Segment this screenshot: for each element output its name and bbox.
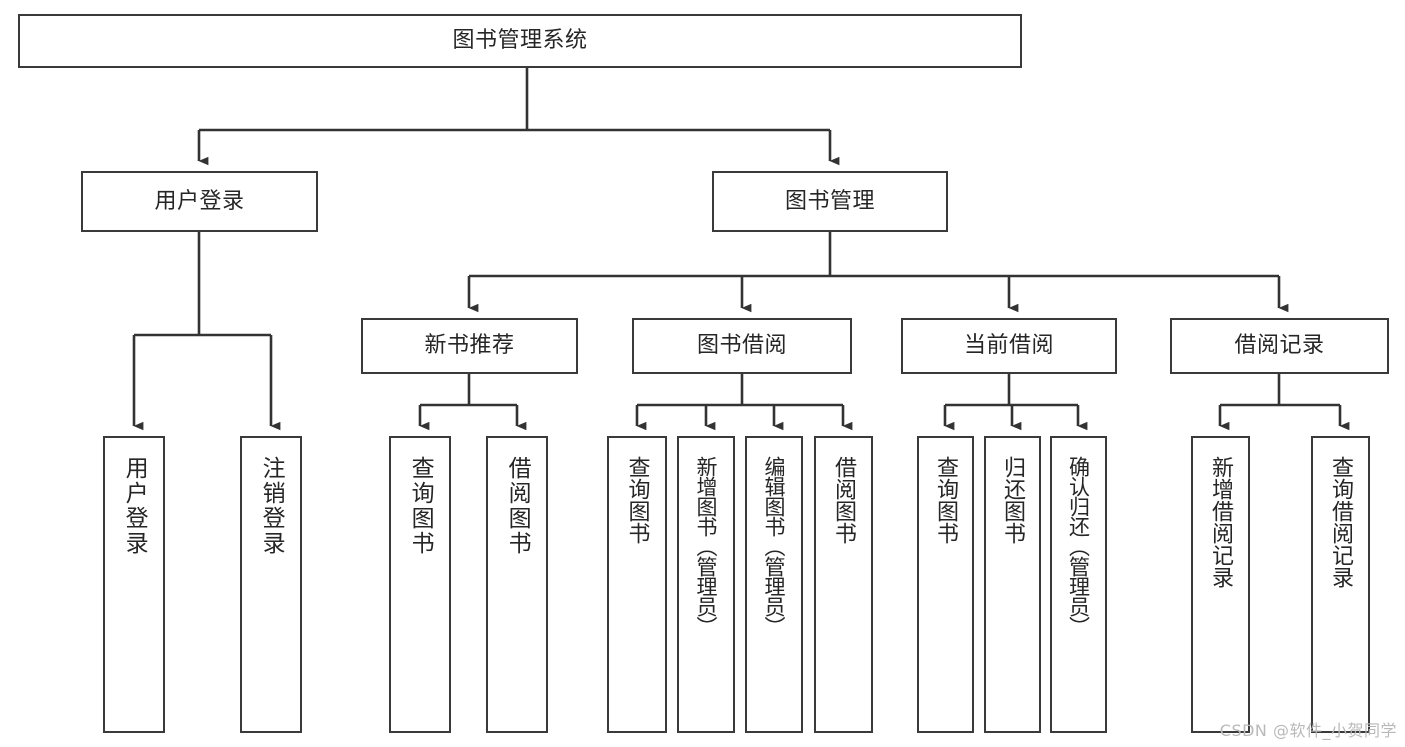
- node-label: 借阅图书: [831, 456, 857, 544]
- leaf-edit-book-admin[interactable]: 编辑图书（管理员）: [745, 436, 803, 733]
- node-label: 查询图书: [933, 456, 959, 544]
- leaf-borrow-book-recommendation[interactable]: 借阅图书: [486, 436, 548, 733]
- node-label: 图书管理: [784, 188, 875, 214]
- csdn-watermark: CSDN @软件_小贺同学: [1219, 721, 1397, 740]
- leaf-query-book-recommendation[interactable]: 查询图书: [389, 436, 451, 733]
- node-label: 新书推荐: [424, 333, 515, 359]
- node-label: 用户登录: [121, 456, 148, 556]
- node-label: 注销登录: [258, 456, 285, 556]
- leaf-return-book[interactable]: 归还图书: [984, 436, 1041, 733]
- leaf-borrow-book-borrowing[interactable]: 借阅图书: [814, 436, 873, 733]
- node-label: 查询图书: [624, 456, 650, 544]
- leaf-user-login[interactable]: 用户登录: [103, 436, 165, 733]
- node-label: 确认归还（管理员）: [1066, 456, 1091, 636]
- node-label: 借阅记录: [1234, 333, 1325, 359]
- leaf-confirm-return-admin[interactable]: 确认归还（管理员）: [1050, 436, 1107, 733]
- leaf-add-borrow-record[interactable]: 新增借阅记录: [1191, 436, 1250, 733]
- node-label: 借阅图书: [504, 456, 531, 556]
- leaf-logout[interactable]: 注销登录: [240, 436, 302, 733]
- node-current-borrowing[interactable]: 当前借阅: [901, 318, 1117, 374]
- node-label: 归还图书: [1000, 456, 1026, 544]
- node-label: 新增借阅记录: [1208, 456, 1234, 588]
- node-label: 查询借阅记录: [1328, 456, 1354, 588]
- node-book-management[interactable]: 图书管理: [712, 171, 948, 232]
- node-label: 图书管理系统: [452, 28, 588, 54]
- node-user-login[interactable]: 用户登录: [81, 171, 318, 232]
- node-label: 图书借阅: [696, 333, 787, 359]
- node-root-system[interactable]: 图书管理系统: [18, 14, 1022, 68]
- node-borrow-records[interactable]: 借阅记录: [1170, 318, 1389, 374]
- leaf-add-book-admin[interactable]: 新增图书（管理员）: [677, 436, 735, 733]
- leaf-query-book-current[interactable]: 查询图书: [917, 436, 974, 733]
- node-label: 查询图书: [407, 456, 434, 556]
- node-label: 当前借阅: [963, 333, 1054, 359]
- node-label: 用户登录: [154, 188, 245, 214]
- node-book-borrowing[interactable]: 图书借阅: [632, 318, 852, 374]
- node-label: 新增图书（管理员）: [694, 456, 719, 636]
- leaf-query-book-borrowing[interactable]: 查询图书: [607, 436, 667, 733]
- leaf-query-borrow-record[interactable]: 查询借阅记录: [1311, 436, 1370, 733]
- node-new-book-recommendation[interactable]: 新书推荐: [361, 318, 578, 374]
- node-label: 编辑图书（管理员）: [762, 456, 787, 636]
